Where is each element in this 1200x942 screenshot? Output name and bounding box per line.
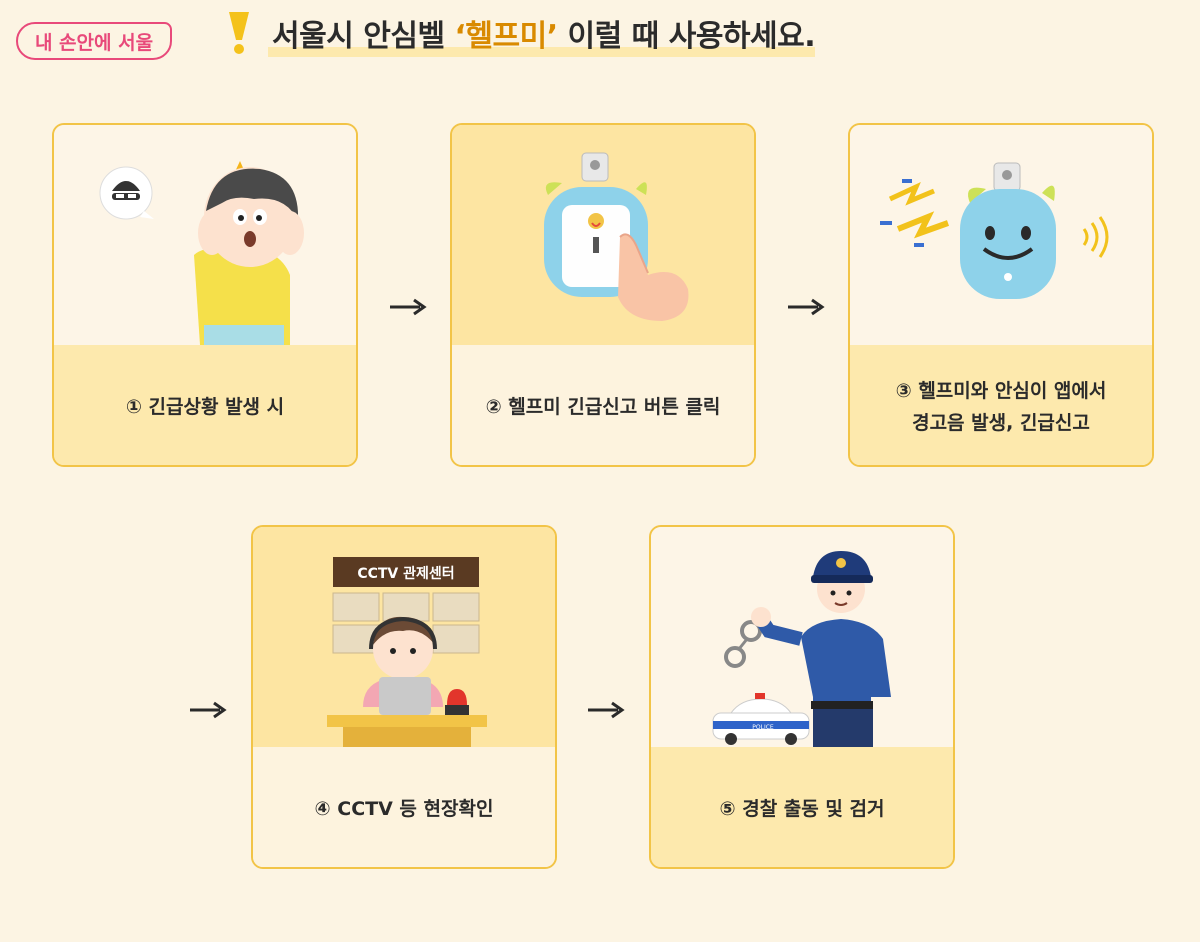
step-1-caption: ① 긴급상황 발생 시 xyxy=(54,345,356,465)
police-officer-icon: POLICE xyxy=(712,551,891,747)
step-4-illustration: CCTV 관제센터 xyxy=(253,527,555,747)
arrow-right-icon xyxy=(588,701,625,719)
page-title: 서울시 안심벨 ‘헬프미’ 이럴 때 사용하세요. xyxy=(226,8,816,58)
police-car-label: POLICE xyxy=(752,724,774,731)
step-3-caption-line2: 경고음 발생, 긴급신고 xyxy=(912,412,1090,434)
cctv-operator-icon: CCTV 관제센터 xyxy=(327,557,487,747)
step-card-1: ① 긴급상황 발생 시 xyxy=(52,123,358,467)
step-3-caption-line1: ③ 헬프미와 안심이 앱에서 xyxy=(895,380,1107,402)
title-prefix: 서울시 안심벨 xyxy=(272,19,455,54)
title-quote: ‘헬프미’ xyxy=(454,19,559,54)
alarm-sounding-device-icon xyxy=(880,162,1109,299)
press-help-button-icon xyxy=(544,152,689,321)
exclamation-icon xyxy=(229,12,249,54)
step-3-illustration xyxy=(850,125,1152,345)
step-card-3: ③ 헬프미와 안심이 앱에서 경고음 발생, 긴급신고 xyxy=(848,123,1154,467)
step-4-caption: ④ CCTV 등 현장확인 xyxy=(253,747,555,867)
step-3-caption: ③ 헬프미와 안심이 앱에서 경고음 발생, 긴급신고 xyxy=(850,345,1152,465)
arrow-right-icon xyxy=(190,701,227,719)
step-card-4: CCTV 관제센터 ④ CCTV 등 xyxy=(251,525,557,869)
brand-logo: 내 손안에 서울 xyxy=(16,22,172,60)
arrow-right-icon xyxy=(788,298,825,316)
surprised-person-with-thief-icon xyxy=(99,161,304,345)
step-1-illustration xyxy=(54,125,356,345)
step-card-5: POLICE ⑤ 경찰 출동 및 검거 xyxy=(649,525,955,869)
step-5-caption: ⑤ 경찰 출동 및 검거 xyxy=(651,747,953,867)
title-suffix: 이럴 때 사용하세요. xyxy=(557,19,816,54)
arrow-right-icon xyxy=(390,298,427,316)
step-card-2: ② 헬프미 긴급신고 버튼 클릭 xyxy=(450,123,756,467)
step-2-caption: ② 헬프미 긴급신고 버튼 클릭 xyxy=(452,345,754,465)
step-2-illustration xyxy=(452,125,754,345)
cctv-sign: CCTV 관제센터 xyxy=(357,565,454,582)
step-5-illustration: POLICE xyxy=(651,527,953,747)
